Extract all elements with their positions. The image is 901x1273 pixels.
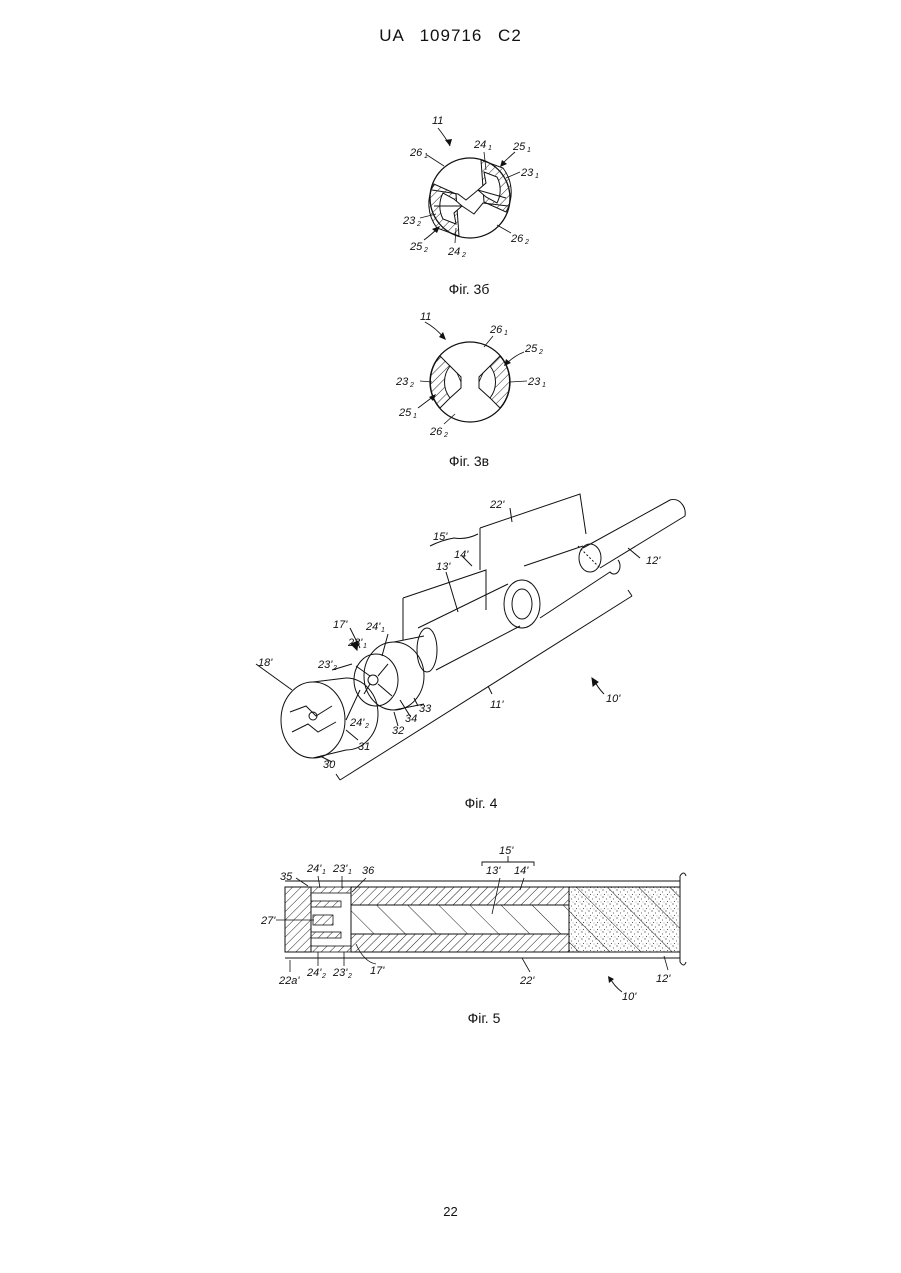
subscript: 1	[542, 382, 546, 389]
fig4-label-22: 22'	[489, 499, 505, 511]
fig5-label-27: 27'	[260, 915, 276, 927]
subscript: 2	[332, 665, 337, 672]
subscript: 2	[443, 432, 448, 439]
fig5-label-15: 15'	[499, 845, 514, 857]
subscript: 2	[423, 247, 428, 254]
fig4-label-23-2: 23'	[317, 659, 333, 671]
fig4-label-13: 13'	[436, 561, 451, 573]
subscript: 1	[348, 869, 352, 876]
subscript: 2	[538, 349, 543, 356]
caption-fig-5: Фіг. 5	[424, 1010, 544, 1026]
fig3b-label-25-2: 25	[409, 241, 423, 253]
fig3b-label-26-2: 26	[510, 233, 524, 245]
figure-3b: 11 26 1 24 1 25 1 23 1 23 2 25 2 24 2 26…	[402, 115, 539, 259]
fig3b-label-24-2: 24	[447, 246, 460, 258]
fig3b-label-25-1: 25	[512, 141, 526, 153]
fig3v-label-11: 11	[420, 311, 431, 323]
subscript: 1	[363, 643, 367, 650]
caption-fig-3v: Фіг. 3в	[409, 453, 529, 469]
fig5-label-22a: 22a'	[278, 975, 300, 987]
fig5-label-12: 12'	[656, 973, 671, 985]
fig5-label-36: 36	[362, 865, 375, 877]
fig4-label-10: 10'	[606, 693, 621, 705]
subscript: 1	[322, 869, 326, 876]
subscript: 2	[524, 239, 529, 246]
fig5-label-23-1: 23'	[332, 863, 348, 875]
fig3v-label-23-2: 23	[395, 376, 409, 388]
fig4-label-11: 11'	[490, 699, 504, 711]
fig3b-label-11: 11	[432, 115, 443, 127]
fig3b-label-24-1: 24	[473, 139, 486, 151]
fig3b-label-23-1: 23	[520, 167, 534, 179]
figure-3v: 11 26 1 25 2 23 2 23 1 25 1 26 2	[395, 311, 546, 439]
fig4-label-24-2: 24'	[349, 717, 365, 729]
subscript: 2	[364, 723, 369, 730]
subscript: 2	[461, 252, 466, 259]
fig4-label-15: 15'	[433, 531, 448, 543]
fig4-label-12: 12'	[646, 555, 661, 567]
subscript: 1	[381, 627, 385, 634]
fig3v-label-23-1: 23	[527, 376, 541, 388]
subscript: 1	[527, 147, 531, 154]
fig3v-label-26-1: 26	[489, 324, 503, 336]
fig4-label-14: 14'	[454, 549, 469, 561]
fig5-label-35: 35	[280, 871, 293, 883]
fig4-label-32: 32	[392, 725, 404, 737]
fig3b-label-23-2: 23	[402, 215, 416, 227]
subscript: 1	[535, 173, 539, 180]
fig5-label-22: 22'	[519, 975, 535, 987]
fig3v-label-26-2: 26	[429, 426, 443, 438]
fig5-label-10: 10'	[622, 991, 637, 1003]
page-number: 22	[0, 1204, 901, 1219]
subscript: 1	[413, 413, 417, 420]
caption-fig-3b: Фіг. 3б	[409, 281, 529, 297]
subscript: 1	[424, 153, 428, 160]
fig4-label-31: 31	[358, 741, 370, 753]
fig4-label-18: 18'	[258, 657, 273, 669]
fig4-label-34: 34	[405, 713, 417, 725]
fig4-label-33: 33	[419, 703, 432, 715]
figure-5: 15' 13' 14' 35 24' 1 23' 1 36 27' 22a' 2…	[260, 845, 686, 1003]
fig3b-label-26-1: 26	[409, 147, 423, 159]
fig5-label-13: 13'	[486, 865, 501, 877]
fig3v-label-25-2: 25	[524, 343, 538, 355]
fig4-label-30: 30	[323, 759, 336, 771]
caption-fig-4: Фіг. 4	[421, 795, 541, 811]
fig4-label-24-1: 24'	[365, 621, 381, 633]
figure-4-labels: 22' 15' 14' 13' 12' 17' 24' 1 23' 1 23' …	[258, 499, 661, 771]
subscript: 2	[409, 382, 414, 389]
subscript: 1	[504, 330, 508, 337]
fig5-label-14: 14'	[514, 865, 529, 877]
subscript: 2	[321, 973, 326, 980]
fig4-label-17: 17'	[333, 619, 348, 631]
fig3v-label-25-1: 25	[398, 407, 412, 419]
figure-4	[256, 494, 685, 780]
subscript: 2	[347, 973, 352, 980]
fig4-label-23-1: 23'	[347, 637, 363, 649]
subscript: 2	[416, 221, 421, 228]
fig5-label-17: 17'	[370, 965, 385, 977]
subscript: 1	[488, 145, 492, 152]
fig5-label-24-1: 24'	[306, 863, 322, 875]
fig5-label-24-2: 24'	[306, 967, 322, 979]
fig5-label-23-2: 23'	[332, 967, 348, 979]
